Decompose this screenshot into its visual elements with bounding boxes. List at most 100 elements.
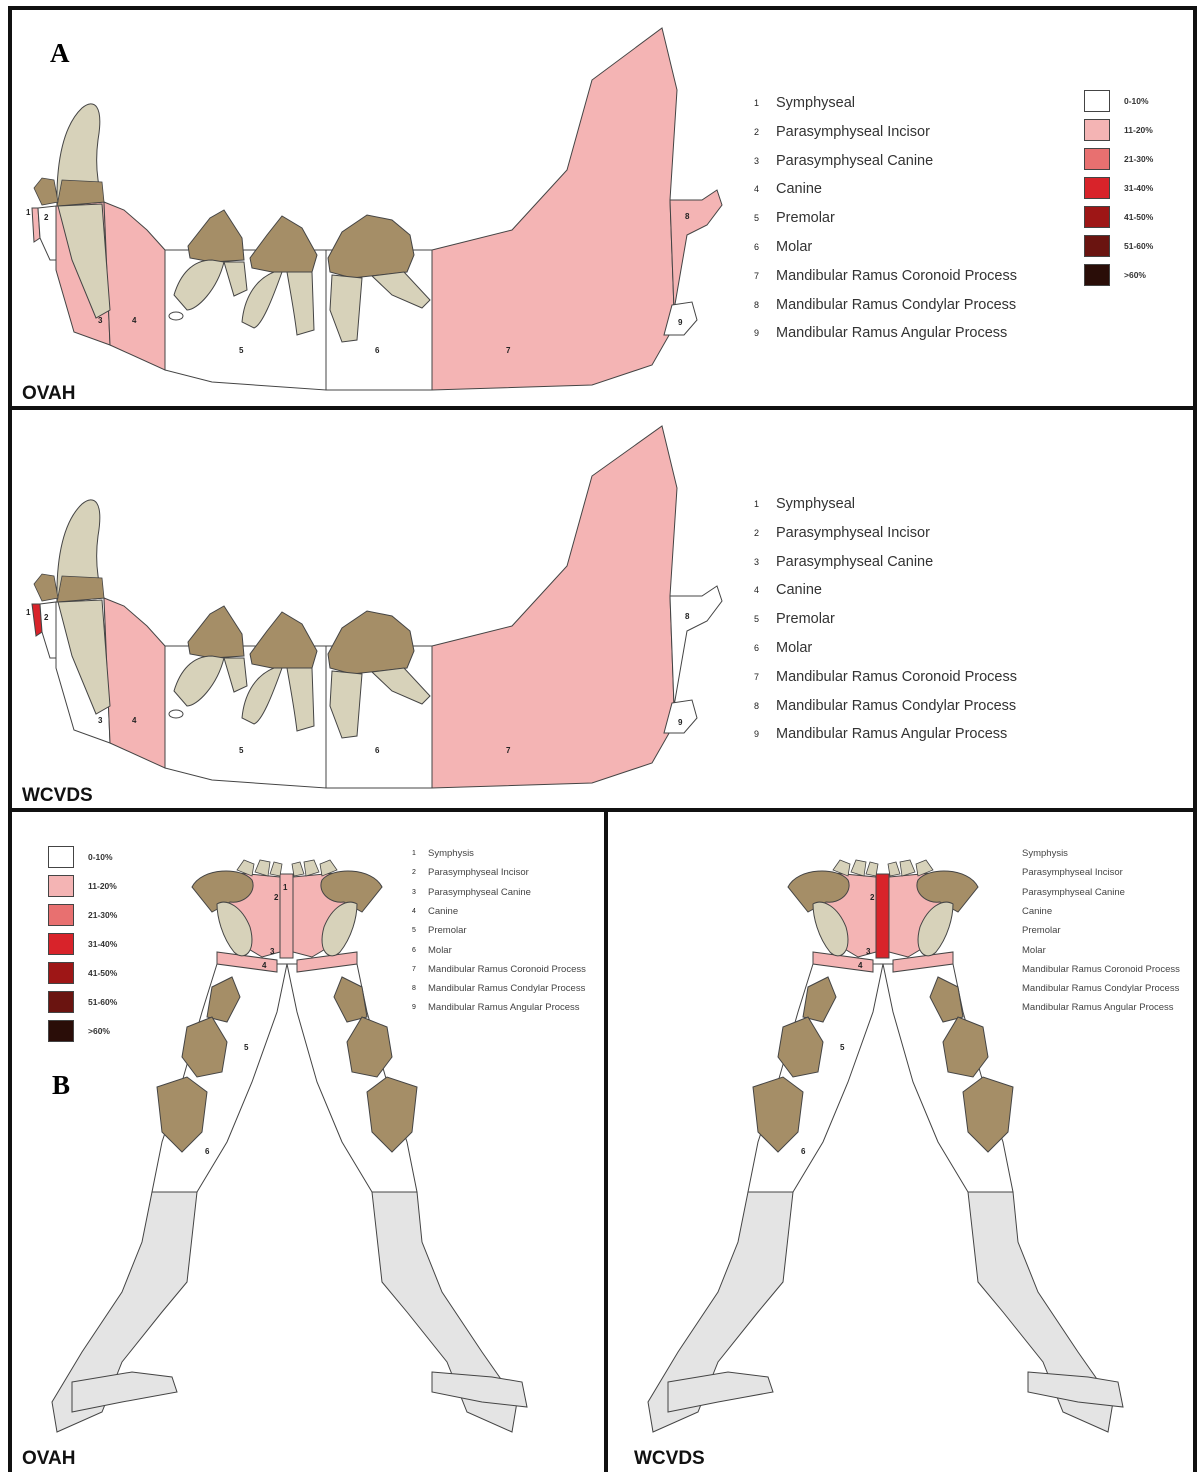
scale-item: 41-50%: [1084, 206, 1153, 228]
scale-label: 0-10%: [88, 852, 113, 862]
legend-item-number: 8: [754, 701, 776, 711]
panel-b-ovah-occlusal: B OVAH: [8, 808, 608, 1472]
legend-item: 9Mandibular Ramus Angular Process: [754, 325, 1007, 341]
legend-item-number: 8: [754, 300, 776, 310]
region-1-symphysis: [876, 874, 889, 958]
panel-b-wcvds-occlusal: WCVDS: [604, 808, 1197, 1472]
legend-item: 3Parasymphyseal Canine: [412, 887, 531, 898]
scale-item: >60%: [48, 1020, 110, 1042]
legend-item-number: 1: [754, 499, 776, 509]
region-8-condylar: [670, 190, 722, 310]
legend-item: 5Premolar: [754, 611, 835, 627]
legend-item-label: Symphysis: [428, 848, 474, 859]
legend-item-label: Mandibular Ramus Condylar Process: [428, 983, 585, 994]
legend-item-label: Mandibular Ramus Coronoid Process: [428, 964, 586, 975]
legend-item-label: Premolar: [1022, 925, 1061, 936]
region-label-6: 6: [375, 346, 380, 355]
legend-item: Molar: [1022, 945, 1046, 956]
legend-item-label: Mandibular Ramus Angular Process: [776, 726, 1007, 742]
legend-item: Premolar: [1022, 925, 1061, 936]
legend-item-number: 5: [754, 614, 776, 624]
legend-item-label: Mandibular Ramus Angular Process: [1022, 1002, 1174, 1013]
molar: [328, 611, 414, 674]
scale-swatch: [48, 1020, 74, 1042]
legend-item: Canine: [1022, 906, 1052, 917]
region-label-8: 8: [685, 612, 690, 621]
premolar-1: [188, 210, 244, 262]
premolar-2: [250, 612, 317, 668]
scale-swatch: [1084, 119, 1110, 141]
legend-item-label: Parasymphyseal Canine: [428, 887, 531, 898]
mental-foramen: [169, 710, 183, 718]
legend-item: Symphysis: [1022, 848, 1068, 859]
region-label-5: 5: [239, 746, 244, 755]
region-label-5: 5: [244, 1043, 249, 1052]
scale-label: 21-30%: [1124, 154, 1153, 164]
legend-item-number: 4: [412, 908, 428, 915]
scale-label: 21-30%: [88, 910, 117, 920]
legend-item-label: Mandibular Ramus Coronoid Process: [776, 669, 1017, 685]
legend-item-label: Premolar: [428, 925, 467, 936]
legend-item-label: Parasymphyseal Incisor: [776, 525, 930, 541]
scale-swatch: [48, 904, 74, 926]
legend-item-label: Mandibular Ramus Condylar Process: [776, 698, 1016, 714]
legend-item-number: 3: [412, 889, 428, 896]
scale-label: 41-50%: [1124, 212, 1153, 222]
scale-swatch: [1084, 206, 1110, 228]
legend-item-number: 1: [754, 98, 776, 108]
legend-item-number: 5: [412, 927, 428, 934]
legend-item: Parasymphyseal Canine: [1022, 887, 1125, 898]
legend-item-number: 1: [412, 850, 428, 857]
legend-item: Mandibular Ramus Coronoid Process: [1022, 964, 1180, 975]
incisor-teeth: [34, 574, 58, 601]
scale-item: >60%: [1084, 264, 1146, 286]
region-label-4: 4: [132, 316, 137, 325]
region-7-coronoid: [432, 426, 677, 788]
legend-item-number: 2: [754, 127, 776, 137]
region-4-canine: [104, 202, 165, 370]
legend-item-label: Molar: [776, 239, 812, 255]
legend-item: 6Molar: [412, 945, 452, 956]
region-label-1: 1: [283, 883, 288, 892]
scale-label: 11-20%: [88, 881, 117, 891]
legend-item-label: Symphysis: [1022, 848, 1068, 859]
scale-label: 51-60%: [1124, 241, 1153, 251]
legend-item-number: 7: [754, 672, 776, 682]
legend-item: 8Mandibular Ramus Condylar Process: [754, 698, 1016, 714]
legend-item-number: 6: [754, 242, 776, 252]
legend-item-label: Canine: [776, 582, 822, 598]
legend-item-number: 5: [754, 213, 776, 223]
legend-item-label: Molar: [776, 640, 812, 656]
region-label-9: 9: [678, 318, 683, 327]
legend-item-number: 3: [754, 557, 776, 567]
right-condyle: [432, 1372, 527, 1407]
legend-item: 9Mandibular Ramus Angular Process: [412, 1002, 580, 1013]
legend-item-label: Canine: [1022, 906, 1052, 917]
legend-item-label: Mandibular Ramus Coronoid Process: [1022, 964, 1180, 975]
region-4-canine: [104, 598, 165, 768]
scale-swatch: [48, 875, 74, 897]
scale-swatch: [1084, 148, 1110, 170]
molar: [328, 215, 414, 278]
legend-item-number: 7: [754, 271, 776, 281]
legend-item-number: 4: [754, 184, 776, 194]
legend-item-number: 3: [754, 156, 776, 166]
region-label-2: 2: [44, 213, 49, 222]
legend-item-number: 2: [412, 869, 428, 876]
scale-item: 0-10%: [48, 846, 113, 868]
region-label-3: 3: [98, 716, 103, 725]
panel-a-wcvds-lateral: WCVDS 1 2 3 4 5 6 7 8 9 1Symphyseal2Par: [8, 406, 1197, 812]
legend-item: Mandibular Ramus Angular Process: [1022, 1002, 1174, 1013]
legend-item: 1Symphyseal: [754, 496, 855, 512]
region-label-8: 8: [685, 212, 690, 221]
legend-item: 1Symphysis: [412, 848, 474, 859]
region-label-4: 4: [262, 961, 267, 970]
scale-label: 31-40%: [88, 939, 117, 949]
scale-swatch: [48, 933, 74, 955]
